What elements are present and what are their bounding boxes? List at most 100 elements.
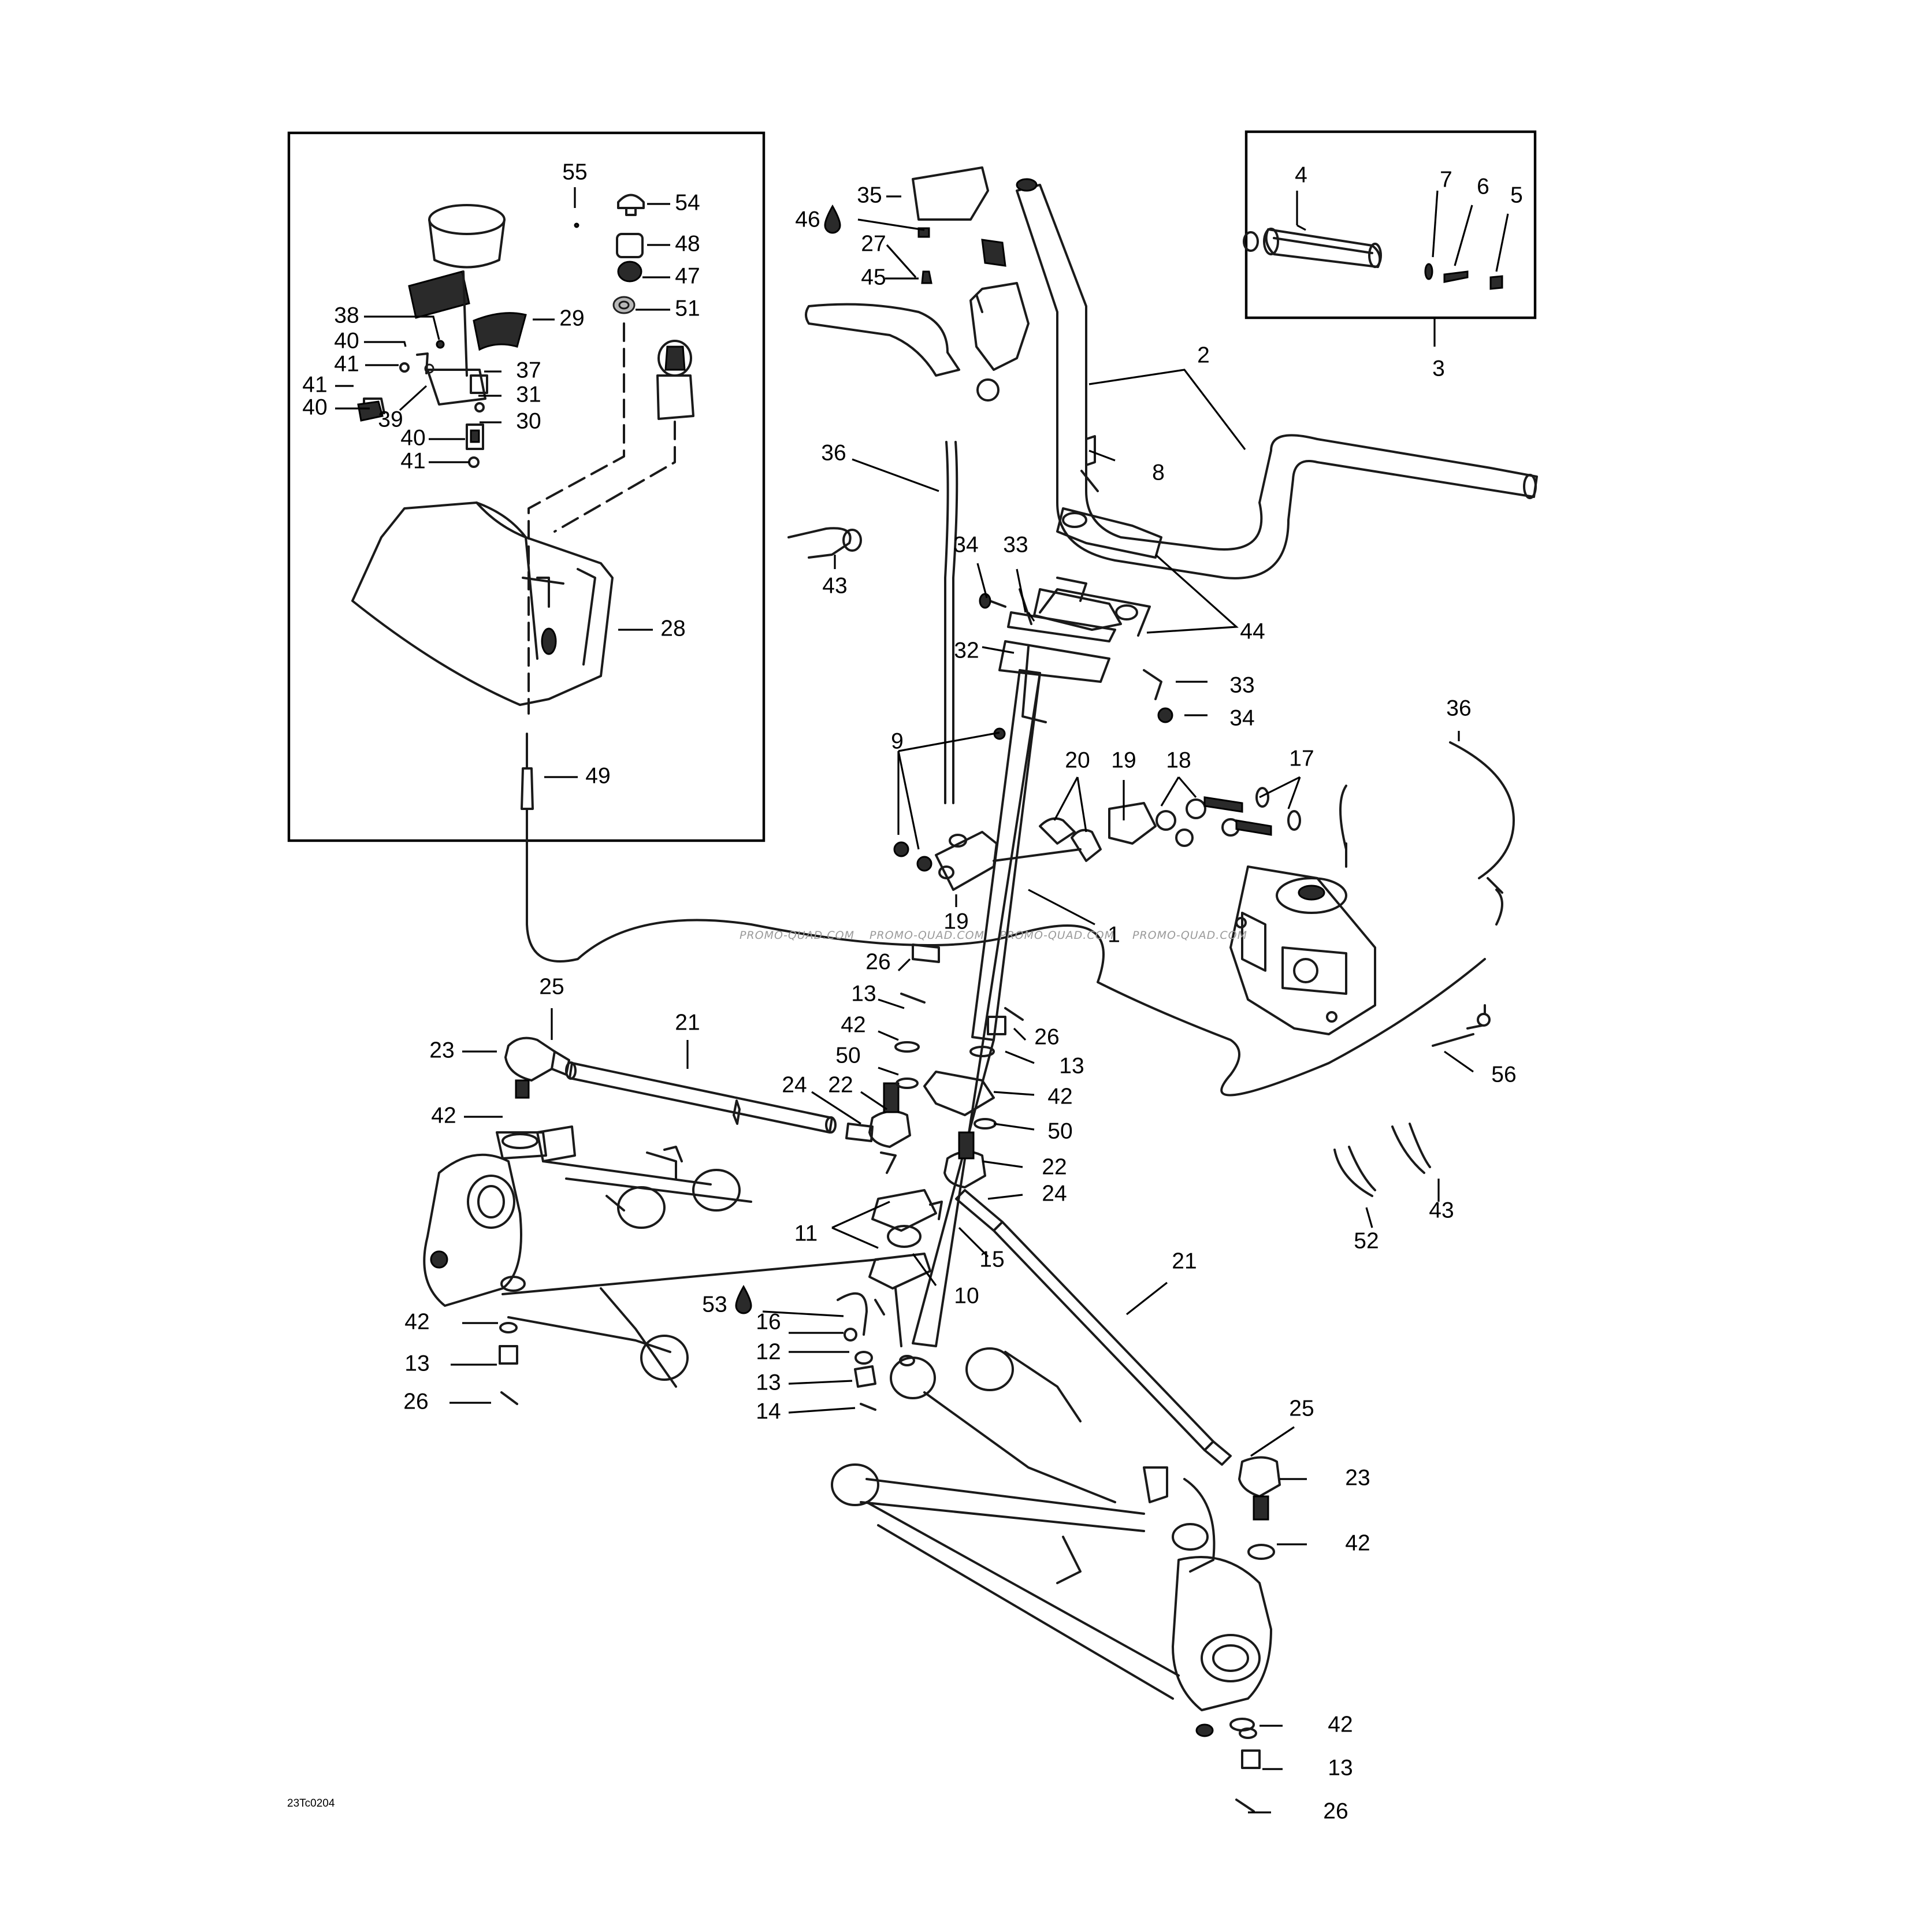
steering-column	[912, 588, 1151, 1347]
callout-25b: 25	[1289, 1396, 1314, 1421]
callout-42b: 42	[431, 1103, 456, 1128]
callout-24a: 24	[782, 1072, 807, 1097]
steering-support	[893, 727, 1301, 891]
callout-21b: 21	[1172, 1249, 1197, 1273]
tie-rods	[565, 1061, 1232, 1466]
callout-33a: 33	[1003, 532, 1028, 557]
callout-19b: 19	[943, 909, 968, 934]
callout-23b: 23	[1345, 1465, 1370, 1490]
callout-55: 55	[562, 159, 587, 184]
left-knuckle-aarm	[423, 1125, 879, 1405]
right-knuckle-aarm	[831, 1347, 1275, 1812]
callout-4: 4	[1295, 162, 1307, 187]
callout-54: 54	[675, 190, 700, 215]
svg-text:PROMO-QUAD.COM: PROMO-QUAD.COM	[1132, 929, 1247, 942]
callout-43a: 43	[822, 573, 847, 598]
callout-43b: 43	[1429, 1198, 1454, 1223]
grease-drop-icon-46	[824, 204, 841, 234]
callout-7: 7	[1440, 167, 1452, 192]
callout-14: 14	[756, 1399, 781, 1424]
callout-42c: 42	[1047, 1084, 1072, 1109]
callout-29: 29	[559, 306, 584, 330]
callout-13a: 13	[851, 981, 876, 1006]
callout-40a: 40	[334, 328, 359, 353]
callout-5: 5	[1510, 183, 1523, 207]
drawing-code: 23Tc0204	[287, 1797, 335, 1810]
callout-26a: 26	[865, 949, 890, 974]
callout-37: 37	[516, 358, 541, 382]
callout-22a: 22	[828, 1072, 853, 1097]
callout-1: 1	[1108, 922, 1120, 947]
callout-13b: 13	[1059, 1053, 1084, 1078]
callout-48: 48	[675, 231, 700, 256]
callout-34a: 34	[953, 532, 978, 557]
callout-26c: 26	[403, 1389, 428, 1414]
callout-8: 8	[1152, 460, 1165, 485]
watermark: PROMO-QUAD.COM PROMO-QUAD.COM PROMO-QUAD…	[740, 929, 1247, 942]
callout-53: 53	[702, 1292, 727, 1317]
callout-40b: 40	[302, 395, 327, 419]
callout-3: 3	[1432, 356, 1445, 381]
inset-box-grip	[1244, 130, 1537, 319]
tie-rod-ends	[504, 1036, 1281, 1521]
callout-22b: 22	[1042, 1154, 1067, 1179]
callout-23a: 23	[429, 1038, 454, 1062]
callout-34b: 34	[1229, 705, 1254, 730]
callout-13c: 13	[404, 1351, 429, 1376]
callout-18: 18	[1166, 748, 1191, 772]
callout-39: 39	[378, 407, 403, 432]
callout-25a: 25	[539, 974, 564, 999]
callout-51: 51	[675, 296, 700, 321]
callout-41a: 41	[334, 351, 359, 376]
callout-19a: 19	[1111, 748, 1136, 772]
svg-text:PROMO-QUAD.COM: PROMO-QUAD.COM	[740, 929, 854, 942]
callout-10: 10	[954, 1283, 979, 1308]
grip-parts	[1243, 228, 1503, 290]
cable-ties	[787, 527, 1491, 1197]
svg-text:PROMO-QUAD.COM: PROMO-QUAD.COM	[1000, 929, 1114, 942]
callout-42a: 42	[841, 1012, 865, 1037]
callout-26d: 26	[1323, 1799, 1348, 1823]
callout-31: 31	[516, 382, 541, 407]
callout-26b: 26	[1034, 1024, 1059, 1049]
callout-42d: 42	[404, 1309, 429, 1334]
callout-30: 30	[516, 408, 541, 433]
callout-13d: 13	[756, 1370, 781, 1395]
callout-12: 12	[756, 1339, 781, 1364]
callout-41b: 41	[302, 372, 327, 397]
callout-labels: 55 54 48 47 51 38 40 29 41 37 41 31 40 3…	[302, 159, 1523, 1823]
handlebar-clamps	[979, 435, 1173, 723]
callout-41c: 41	[400, 448, 425, 473]
callout-17: 17	[1289, 746, 1314, 771]
callout-16: 16	[756, 1309, 781, 1334]
callout-28: 28	[660, 616, 685, 641]
leader-lines	[335, 187, 1509, 1814]
callout-21a: 21	[675, 1010, 700, 1035]
callout-44: 44	[1240, 619, 1265, 644]
callout-49: 49	[585, 763, 610, 788]
carburetor	[1229, 741, 1515, 1035]
callout-9: 9	[891, 729, 904, 753]
callout-20: 20	[1065, 748, 1090, 772]
callout-40c: 40	[400, 425, 425, 450]
callout-6: 6	[1477, 174, 1489, 199]
callout-50b: 50	[1047, 1119, 1072, 1143]
callout-27: 27	[861, 231, 886, 256]
callout-50a: 50	[835, 1043, 860, 1068]
callout-36a: 36	[821, 440, 846, 465]
brake-master-cylinder	[805, 166, 1030, 804]
grease-drop-icon-53	[735, 1284, 752, 1314]
callout-24b: 24	[1042, 1181, 1067, 1206]
callout-35: 35	[857, 183, 882, 207]
callout-38: 38	[334, 303, 359, 328]
callout-33b: 33	[1229, 673, 1254, 697]
callout-56: 56	[1491, 1062, 1516, 1087]
callout-32: 32	[954, 638, 979, 663]
callout-47: 47	[675, 263, 700, 288]
fasteners	[844, 943, 1024, 1411]
callout-11: 11	[794, 1221, 818, 1246]
throttle-housing-parts	[351, 194, 1486, 1097]
callout-42e: 42	[1345, 1530, 1370, 1555]
callout-45: 45	[861, 265, 886, 289]
